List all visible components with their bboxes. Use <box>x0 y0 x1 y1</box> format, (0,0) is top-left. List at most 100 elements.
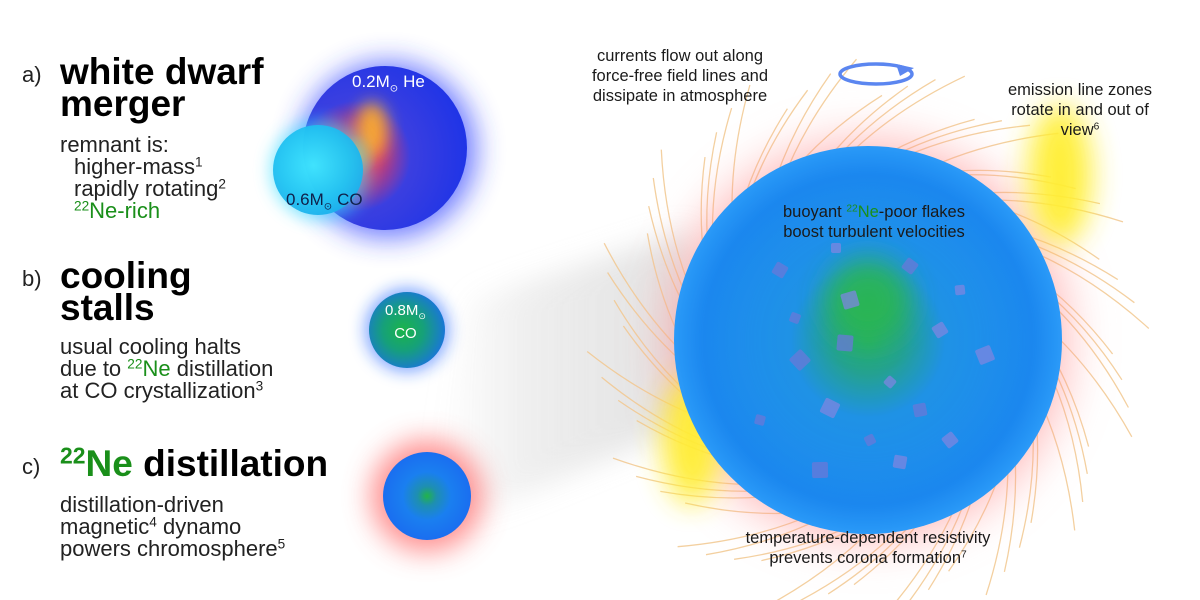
co-composition: CO <box>337 190 363 209</box>
ref-5: 5 <box>277 536 286 552</box>
flake <box>811 461 829 479</box>
ne-text: Ne <box>142 356 171 381</box>
flake <box>941 431 959 449</box>
flake <box>912 402 928 418</box>
panel-b-title-line1: cooling <box>60 255 192 296</box>
higher-mass-text: higher-mass <box>74 154 196 179</box>
panel-b-body-line2: due to 22Ne distillation <box>60 356 273 381</box>
projection-cone <box>432 230 700 520</box>
panel-c-title: 22Ne distillation <box>60 444 328 482</box>
currents-line2: force-free field lines and <box>591 67 769 85</box>
sun-symbol-icon: ⊙ <box>418 311 426 321</box>
he-star-label: 0.2M⊙ He <box>352 72 425 94</box>
cooling-star-label: 0.8M⊙ CO <box>385 302 426 342</box>
ne22: 22Ne <box>127 356 170 381</box>
rotation-arrow-icon <box>838 62 914 86</box>
ne-text: Ne <box>85 443 133 484</box>
panel-a-label: a) <box>22 62 42 87</box>
he-mass: 0.2M <box>352 72 390 91</box>
flake <box>863 433 877 447</box>
panel-a-body-line4: 22Ne-rich <box>60 198 226 223</box>
co-white-dwarf <box>273 125 363 215</box>
panel-c-body-line2: magnetic4 dynamo <box>60 514 285 539</box>
cooling-white-dwarf <box>369 292 445 368</box>
currents-line3: dissipate in atmosphere <box>592 87 768 105</box>
panel-b-label: b) <box>22 266 42 291</box>
ne-text: Ne <box>857 203 879 221</box>
panel-b-body: usual cooling halts due to 22Ne distilla… <box>60 336 273 402</box>
sun-symbol-icon: ⊙ <box>323 201 333 213</box>
emission-line3: view6 <box>968 120 1192 140</box>
poor-flakes-text: -poor flakes <box>878 203 965 221</box>
he-composition: He <box>403 72 425 91</box>
panel-c-body: distillation-driven magnetic4 dynamo pow… <box>60 494 285 560</box>
cooling-mass-line: 0.8M⊙ <box>385 302 426 325</box>
flakes-annotation: buoyant 22Ne-poor flakes boost turbulent… <box>744 202 1004 242</box>
distillation-white-dwarf <box>383 452 471 540</box>
emission-line2: rotate in and out of <box>1011 101 1149 119</box>
flake <box>754 414 766 426</box>
flake <box>789 349 811 371</box>
panel-a-body-line2: higher-mass1 <box>60 154 226 179</box>
ne-mass-number: 22 <box>60 442 86 469</box>
resistivity-line1: temperature-dependent resistivity <box>745 529 991 547</box>
panel-a-title-line2: merger <box>60 83 186 124</box>
merger-hotspot <box>356 102 388 158</box>
ref-3: 3 <box>255 378 264 394</box>
panel-c-title-ne22: 22Ne <box>60 443 133 484</box>
ne-poor-flakes <box>754 243 995 479</box>
corona-text: prevents corona formation <box>769 549 961 567</box>
panel-a-title-line1: white dwarf <box>60 51 264 92</box>
flake <box>975 345 995 365</box>
green-core <box>826 258 910 342</box>
cooling-composition: CO <box>394 325 417 342</box>
flake <box>789 312 801 324</box>
panel-c-title-rest: distillation <box>143 443 329 484</box>
ref-1: 1 <box>195 154 203 170</box>
view-text: view <box>1060 121 1094 139</box>
flakes-line2: boost turbulent velocities <box>783 223 965 241</box>
flake <box>831 243 841 253</box>
flake <box>840 290 860 310</box>
ref-6: 6 <box>1093 121 1100 133</box>
panel-b-body-line1: usual cooling halts <box>60 334 242 359</box>
emission-line1: emission line zones <box>1008 81 1152 99</box>
dynamo-text: dynamo <box>162 514 242 539</box>
ne22-rich: 22Ne-rich <box>74 198 160 223</box>
ref-4: 4 <box>149 514 157 530</box>
ne-mass-number: 22 <box>127 356 143 372</box>
panel-b-body-line3: at CO crystallization3 <box>60 378 273 403</box>
panel-b-title: cooling stalls <box>60 255 192 328</box>
flake <box>954 284 966 296</box>
currents-annotation: currents flow out along force-free field… <box>560 46 800 106</box>
co-star-label: 0.6M⊙ CO <box>286 190 363 212</box>
panel-c-body-line1: distillation-driven <box>60 492 224 517</box>
sun-symbol-icon: ⊙ <box>389 83 399 95</box>
panel-b-title-line2: stalls <box>60 287 155 328</box>
flake <box>931 321 949 339</box>
powers-chromosphere-text: powers chromosphere <box>60 536 278 561</box>
ne-mass-number: 22 <box>74 198 90 214</box>
resistivity-annotation: temperature-dependent resistivity preven… <box>708 528 1028 568</box>
panel-c-body-line3: powers chromosphere5 <box>60 536 286 561</box>
flake <box>771 261 789 279</box>
co-crystallization-text: at CO crystallization <box>60 378 256 403</box>
flake <box>883 375 897 389</box>
currents-line1: currents flow out along <box>596 47 763 65</box>
panel-a-title: white dwarf merger <box>60 51 264 124</box>
ne-mass-number: 22 <box>846 203 858 215</box>
resistivity-line2: prevents corona formation7 <box>708 548 1028 568</box>
flakes-ne22: 22Ne <box>846 203 878 221</box>
flake <box>892 454 908 470</box>
flakes-line1: buoyant 22Ne-poor flakes <box>744 202 1004 222</box>
rapidly-rotating-text: rapidly rotating <box>74 176 219 201</box>
ref-2: 2 <box>218 176 226 192</box>
cooling-mass: 0.8M <box>385 302 419 319</box>
panel-c-label: c) <box>22 454 41 479</box>
emission-annotation: emission line zones rotate in and out of… <box>968 80 1192 140</box>
flake <box>819 397 841 419</box>
ne-rich-text: Ne-rich <box>89 198 161 223</box>
panel-a-body-line1: remnant is: <box>60 132 169 157</box>
co-mass: 0.6M <box>286 190 324 209</box>
